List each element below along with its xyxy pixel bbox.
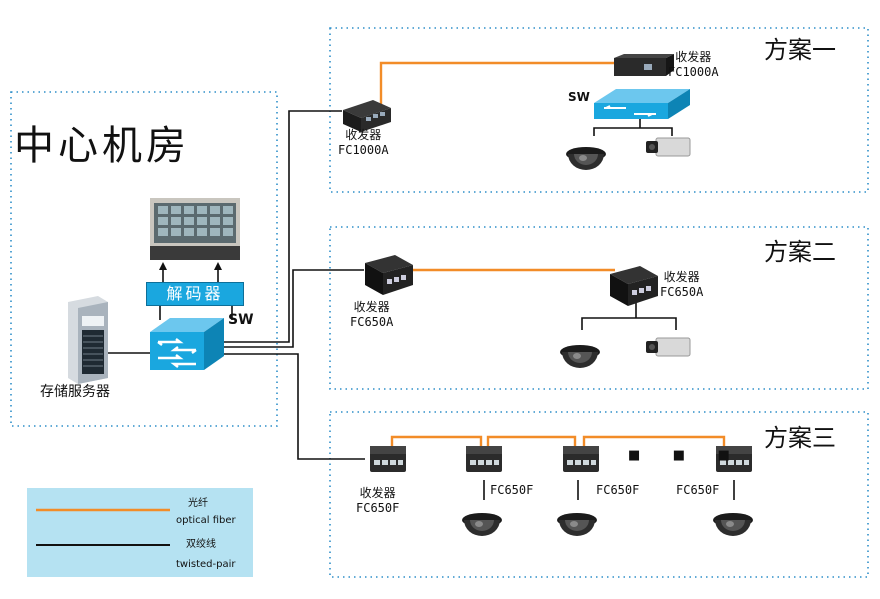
legend-twisted-en: twisted-pair [176, 559, 236, 570]
scheme2-trx-cameras [581, 302, 677, 330]
scheme1-switch-label: SW [568, 90, 590, 104]
scheme1-right-model: FC1000A [668, 65, 719, 79]
center-switch-label: SW [228, 312, 254, 328]
scheme2-transceiver-right-label: 收发器 FC650A [660, 270, 703, 300]
scheme1-left-name: 收发器 [345, 128, 382, 142]
center-room-border [10, 91, 278, 427]
scheme2-left-name: 收发器 [353, 300, 390, 314]
scheme2-right-name: 收发器 [663, 270, 700, 284]
link-to-scheme1 [224, 110, 342, 343]
twisted-pair-links [108, 110, 735, 500]
scheme2-title: 方案二 [764, 238, 836, 266]
scheme1-transceiver-right-label: 收发器 FC1000A [668, 50, 719, 80]
decoder-box: 解码器 [146, 282, 244, 306]
link-switch-decoder [159, 304, 233, 320]
fiber-scheme3-b [486, 435, 577, 447]
scheme3-node-label-1: FC650F [490, 483, 534, 497]
legend-fiber-cn: 光纤 [188, 498, 208, 509]
legend-twisted-cn: 双绞线 [186, 539, 216, 550]
scheme3-ellipsis: ■ ■ ■ [628, 448, 744, 463]
legend [27, 488, 253, 577]
link-to-scheme2 [224, 269, 364, 348]
scheme3-title: 方案三 [764, 424, 836, 452]
scheme1-right-name: 收发器 [675, 50, 712, 64]
scheme1-title: 方案一 [764, 36, 836, 64]
scheme2-transceiver-left-icon [365, 255, 413, 295]
scheme2-border [329, 226, 869, 390]
scheme3-first-name: 收发器 [359, 486, 396, 500]
center-switch-icon [150, 318, 224, 370]
tower-server-icon [68, 296, 108, 384]
scheme1-transceiver-right-icon [614, 54, 674, 76]
scheme2-right-model: FC650A [660, 285, 704, 299]
scheme3-first-model: FC650F [356, 501, 400, 515]
scheme3-trx-cameras [483, 480, 735, 500]
scheme2-transceiver-left-label: 收发器 FC650A [350, 300, 393, 330]
video-wall-photo [150, 198, 240, 260]
center-room-title: 中心机房 [14, 123, 190, 169]
fiber-scheme1 [379, 61, 618, 104]
optical-fibers [379, 61, 726, 447]
scheme2-transceiver-right-icon [610, 266, 658, 306]
legend-fiber-en: optical fiber [176, 515, 236, 526]
scheme3-first-transceiver-label: 收发器 FC650F [356, 486, 399, 516]
scheme3-node-label-3: FC650F [676, 483, 720, 497]
scheme3-node-label-2: FC650F [596, 483, 640, 497]
scheme1-left-model: FC1000A [338, 143, 389, 157]
fiber-scheme3-a [390, 435, 483, 447]
server-label: 存储服务器 [40, 384, 110, 400]
scheme1-transceiver-left-label: 收发器 FC1000A [338, 128, 389, 158]
scheme1-switch-cameras [593, 115, 673, 136]
link-to-scheme3 [224, 353, 365, 460]
fiber-scheme3-c [582, 435, 726, 447]
scheme2-left-model: FC650A [350, 315, 394, 329]
